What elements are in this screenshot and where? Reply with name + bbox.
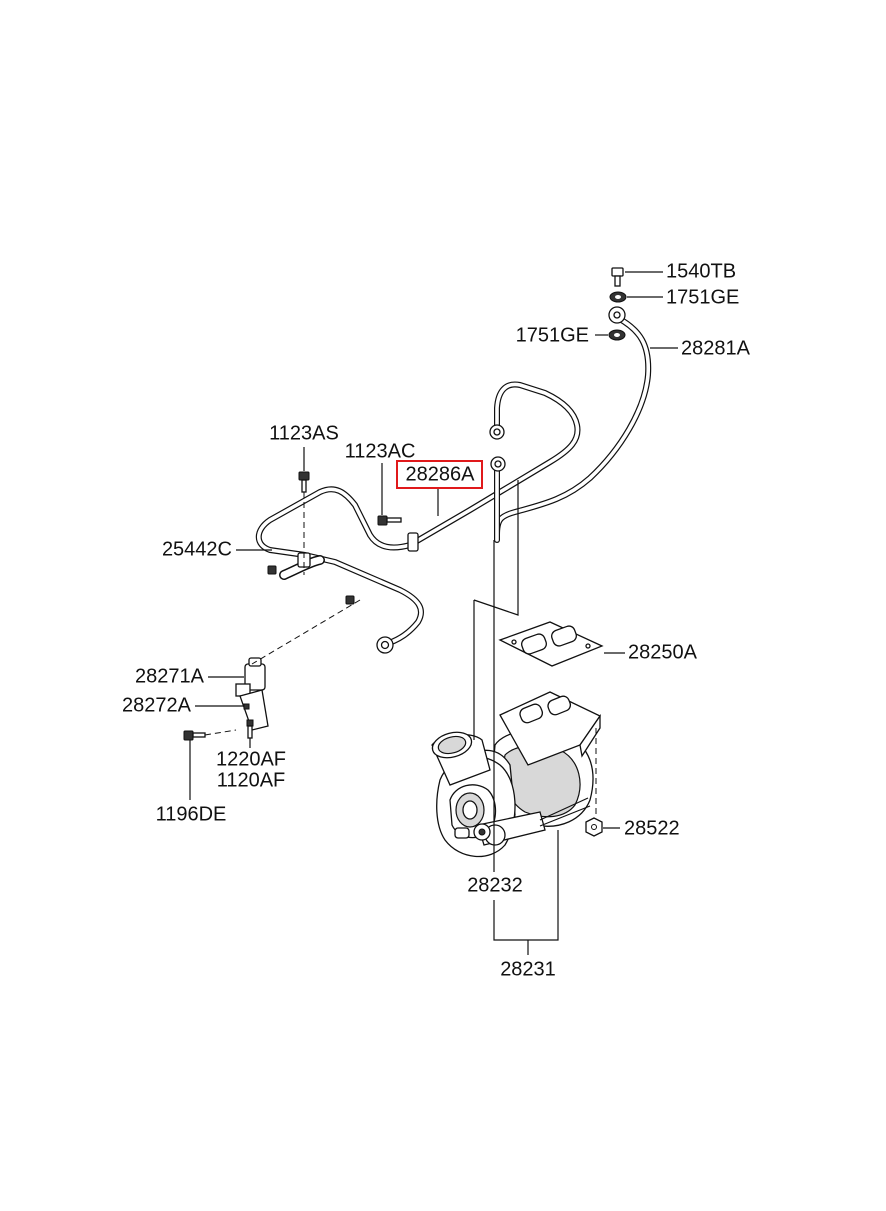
oil-feed-pipe-28281A bbox=[494, 315, 652, 538]
bolt-1123AS bbox=[298, 471, 310, 493]
bolt-1540TB bbox=[611, 267, 624, 287]
banjo-fitting-28281A bbox=[608, 306, 626, 324]
bracket-28272A bbox=[239, 689, 269, 731]
label-1751GE-left[interactable]: 1751GE bbox=[516, 324, 589, 346]
washer-1751GE-left bbox=[608, 329, 626, 341]
label-28286A[interactable]: 28286A bbox=[406, 463, 476, 485]
bolt-1123AC bbox=[377, 515, 402, 526]
label-1123AC[interactable]: 1123AC bbox=[345, 440, 416, 462]
oil-return-pipe-28286A bbox=[255, 381, 581, 648]
label-25442C[interactable]: 25442C bbox=[162, 538, 232, 560]
turbocharger-assembly-28231 bbox=[431, 691, 601, 858]
bolt-1196DE bbox=[183, 730, 206, 741]
label-1123AS[interactable]: 1123AS bbox=[269, 422, 339, 444]
washer-1751GE-top bbox=[609, 291, 627, 303]
label-28271A[interactable]: 28271A bbox=[135, 665, 205, 687]
label-1220AF[interactable]: 1220AF bbox=[216, 748, 286, 770]
label-1120AF[interactable]: 1120AF bbox=[217, 769, 286, 791]
label-1540TB[interactable]: 1540TB bbox=[666, 260, 736, 282]
nut-28522 bbox=[585, 817, 603, 837]
label-1196DE[interactable]: 1196DE bbox=[156, 803, 227, 825]
label-28522[interactable]: 28522 bbox=[624, 817, 680, 839]
highlight-box-28286A bbox=[396, 460, 483, 489]
pipe-fittings bbox=[376, 424, 506, 654]
label-28231[interactable]: 28231 bbox=[500, 958, 556, 980]
label-28281A[interactable]: 28281A bbox=[681, 337, 751, 359]
gasket-28250A bbox=[498, 621, 604, 667]
label-28232[interactable]: 28232 bbox=[467, 874, 523, 896]
dashed-centerlines bbox=[204, 492, 597, 818]
label-28272A[interactable]: 28272A bbox=[122, 694, 192, 716]
label-1751GE-top[interactable]: 1751GE bbox=[666, 286, 739, 308]
bolt-1220AF bbox=[246, 719, 254, 739]
hose-25442C bbox=[267, 552, 355, 605]
label-28250A[interactable]: 28250A bbox=[628, 641, 698, 663]
leader-lines bbox=[189, 271, 678, 955]
